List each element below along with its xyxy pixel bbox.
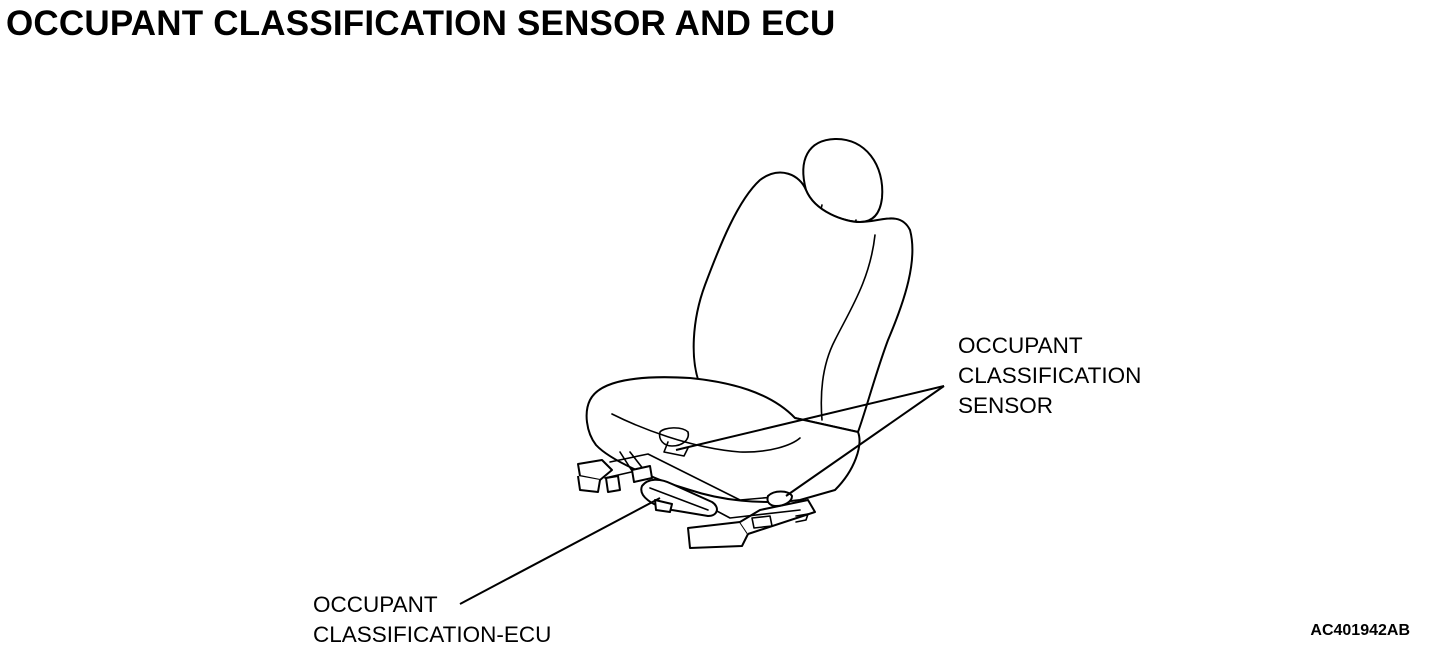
seatback [692, 171, 914, 433]
figure-id: AC401942AB [1310, 622, 1410, 639]
page-title: OCCUPANT CLASSIFICATION SENSOR AND ECU [6, 4, 836, 43]
seat-rail-left [577, 459, 613, 481]
sensor-leader-line-front [675, 385, 945, 451]
sensor-callout-label: OCCUPANT CLASSIFICATION SENSOR [958, 333, 1142, 418]
sensor-leader-line-rear [785, 385, 945, 497]
ecu-callout-label: OCCUPANT CLASSIFICATION-ECU [313, 592, 552, 647]
seat-rail-front [687, 521, 749, 549]
ecu-leader-line [459, 497, 661, 605]
